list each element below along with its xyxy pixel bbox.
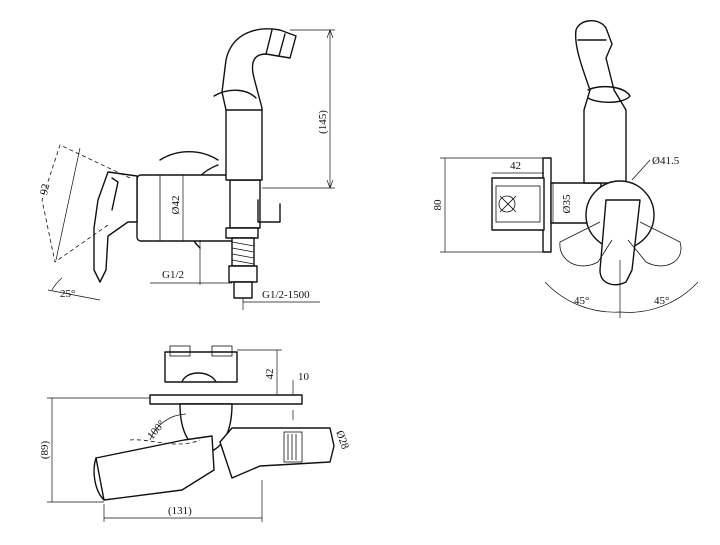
front-hose-label: G1/2-1500 — [262, 289, 310, 301]
front-diameter-label: Ø42 — [170, 196, 182, 215]
side-pipe-diameter-label: Ø35 — [561, 194, 573, 213]
top-plate-label: 10 — [298, 371, 310, 383]
top-height-label: (89) — [39, 441, 51, 460]
front-lever-angle-label: 25° — [60, 288, 75, 300]
top-handshower — [219, 427, 335, 479]
top-view: 42 10 (89) 100° Ø28 (131) — [39, 345, 351, 522]
top-wall-plate — [149, 394, 303, 405]
side-view: 42 80 Ø41.5 Ø35 45° 45° — [432, 20, 699, 318]
front-thread-label: G1/2 — [162, 269, 184, 281]
front-outlet — [229, 179, 261, 229]
side-width-label: 42 — [510, 160, 521, 172]
top-depth-label: 42 — [264, 369, 276, 380]
side-knob-diameter-label: Ø41.5 — [652, 155, 680, 167]
side-angle-left-label: 45° — [574, 295, 589, 307]
front-height-label: (145) — [317, 110, 329, 134]
top-length-label: (131) — [168, 505, 192, 517]
side-lever — [599, 199, 641, 286]
side-valve-box — [491, 177, 545, 231]
side-height-label: 80 — [432, 199, 444, 211]
top-lever — [95, 435, 215, 501]
top-handshower-diameter-label: Ø28 — [333, 429, 351, 451]
front-handshower — [221, 28, 297, 181]
front-lever-length-label: 92 — [38, 183, 52, 196]
front-view: (145) Ø42 92 25° G1/2 G1/2-1500 — [38, 28, 335, 310]
top-valve-box — [164, 351, 238, 383]
front-wall-flange-top — [159, 151, 219, 161]
front-lever — [93, 171, 138, 283]
side-angle-right-label: 45° — [654, 295, 669, 307]
front-hose-nut — [228, 265, 258, 283]
